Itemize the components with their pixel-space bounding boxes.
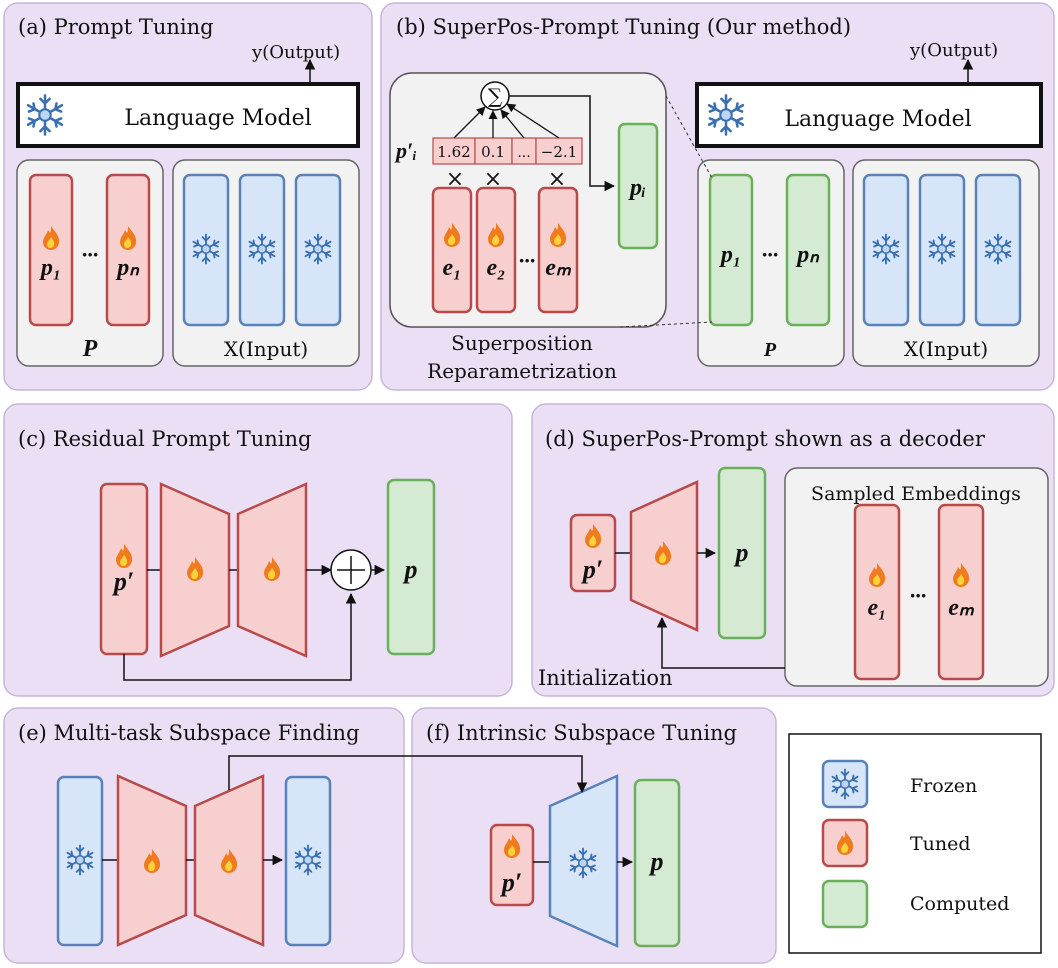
- tuned-token: [489, 823, 535, 907]
- computed-token: [617, 122, 659, 250]
- token-label: eₘ: [948, 595, 975, 621]
- token-label: p₁: [39, 255, 61, 281]
- weight-cell: [535, 137, 583, 165]
- token-label: p′: [581, 555, 603, 584]
- panel-c: (c) Residual Prompt Tuning p′ p: [3, 403, 513, 697]
- legend-computed-label: Computed: [910, 893, 1009, 915]
- legend-frozen-label: Frozen: [910, 775, 977, 797]
- sampled-embeddings-label: Sampled Embeddings: [811, 483, 1021, 505]
- panel-f: (f) Intrinsic Subspace Tuning p′ p: [411, 707, 777, 964]
- tuned-token: [937, 503, 985, 681]
- sum-to-pi-arrow: [509, 95, 616, 192]
- token-label: p: [734, 538, 749, 567]
- dashed-connector: [665, 95, 713, 179]
- tuned-token: [431, 186, 473, 314]
- panel-d-title: (d) SuperPos-Prompt shown as a decoder: [545, 427, 986, 451]
- language-model-label: Language Model: [784, 107, 971, 132]
- times-mark: ×: [446, 167, 464, 192]
- tuned-token: [105, 173, 151, 327]
- tuned-token: [28, 173, 74, 327]
- computed-token: [386, 478, 436, 656]
- group-label: X(Input): [904, 337, 988, 361]
- weight-value: ...: [517, 145, 530, 161]
- token-label: pₙ: [115, 255, 140, 281]
- panel-e-title: (e) Multi-task Subspace Finding: [18, 721, 360, 745]
- language-model-box: [695, 82, 1043, 148]
- panel-d: (d) SuperPos-Prompt shown as a decoder p…: [531, 403, 1055, 697]
- token-label: p: [403, 555, 418, 584]
- transfer-arrow: [228, 755, 588, 794]
- times-mark: ×: [548, 167, 566, 192]
- legend: Frozen Tuned Computed: [788, 733, 1042, 954]
- computed-token: [633, 778, 681, 948]
- ellipsis: ···: [910, 583, 927, 608]
- panel-b-title: (b) SuperPos-Prompt Tuning (Our method): [396, 15, 851, 39]
- weight-cell: [432, 137, 476, 165]
- language-model-box: [16, 82, 360, 148]
- legend-computed-swatch: [821, 879, 869, 929]
- weight-cell: [474, 137, 513, 165]
- tuned-token: [475, 186, 517, 314]
- output-label: y(Output): [251, 42, 340, 63]
- initialization-label: Initialization: [538, 666, 673, 690]
- computed-token: [785, 173, 831, 327]
- tuned-token: [853, 503, 901, 681]
- weight-value: 1.62: [437, 143, 470, 161]
- token-label: e₁: [867, 595, 886, 621]
- reparametrization-caption: Reparametrization: [427, 359, 617, 383]
- times-mark: ×: [484, 167, 502, 192]
- sigma-symbol: ∑: [488, 84, 503, 108]
- panel-a: (a) Prompt Tuning y(Output) Language Mod…: [3, 2, 373, 391]
- token-label: p′: [500, 868, 522, 897]
- tuned-token: [537, 186, 579, 314]
- panel-e: (e) Multi-task Subspace Finding: [3, 707, 405, 964]
- ellipsis: ···: [519, 248, 536, 273]
- panel-b: (b) SuperPos-Prompt Tuning (Our method) …: [380, 2, 1055, 391]
- p-prime-i-label: p′ᵢ: [394, 138, 417, 163]
- token-label: p′: [112, 567, 134, 596]
- token-label: p: [649, 847, 664, 876]
- weight-value: −2.1: [541, 143, 577, 161]
- group-label: P: [82, 336, 98, 362]
- initialization-arrow: [656, 616, 785, 669]
- superposition-caption: Superposition: [451, 331, 593, 355]
- panel-f-title: (f) Intrinsic Subspace Tuning: [426, 721, 737, 745]
- computed-token: [708, 173, 754, 327]
- token-label: e₁: [442, 255, 461, 281]
- token-label: pₙ: [795, 242, 820, 268]
- group-label: X(Input): [224, 337, 308, 361]
- token-label: eₘ: [545, 255, 572, 281]
- computed-token: [717, 466, 767, 640]
- weights-row: 1.62 0.1 ... −2.1: [432, 137, 583, 165]
- token-label: p₁: [719, 242, 741, 268]
- output-label: y(Output): [909, 40, 998, 61]
- residual-connection: [123, 592, 357, 681]
- token-label: e₂: [486, 255, 505, 281]
- token-label: pᵢ: [628, 175, 646, 201]
- panel-a-title: (a) Prompt Tuning: [18, 15, 214, 39]
- weight-value: 0.1: [481, 143, 505, 161]
- legend-tuned-label: Tuned: [910, 833, 971, 855]
- language-model-label: Language Model: [124, 106, 311, 131]
- panel-c-title: (c) Residual Prompt Tuning: [18, 427, 311, 451]
- group-label: P: [763, 339, 777, 361]
- ellipsis: ···: [762, 242, 779, 267]
- ellipsis: ···: [82, 242, 99, 267]
